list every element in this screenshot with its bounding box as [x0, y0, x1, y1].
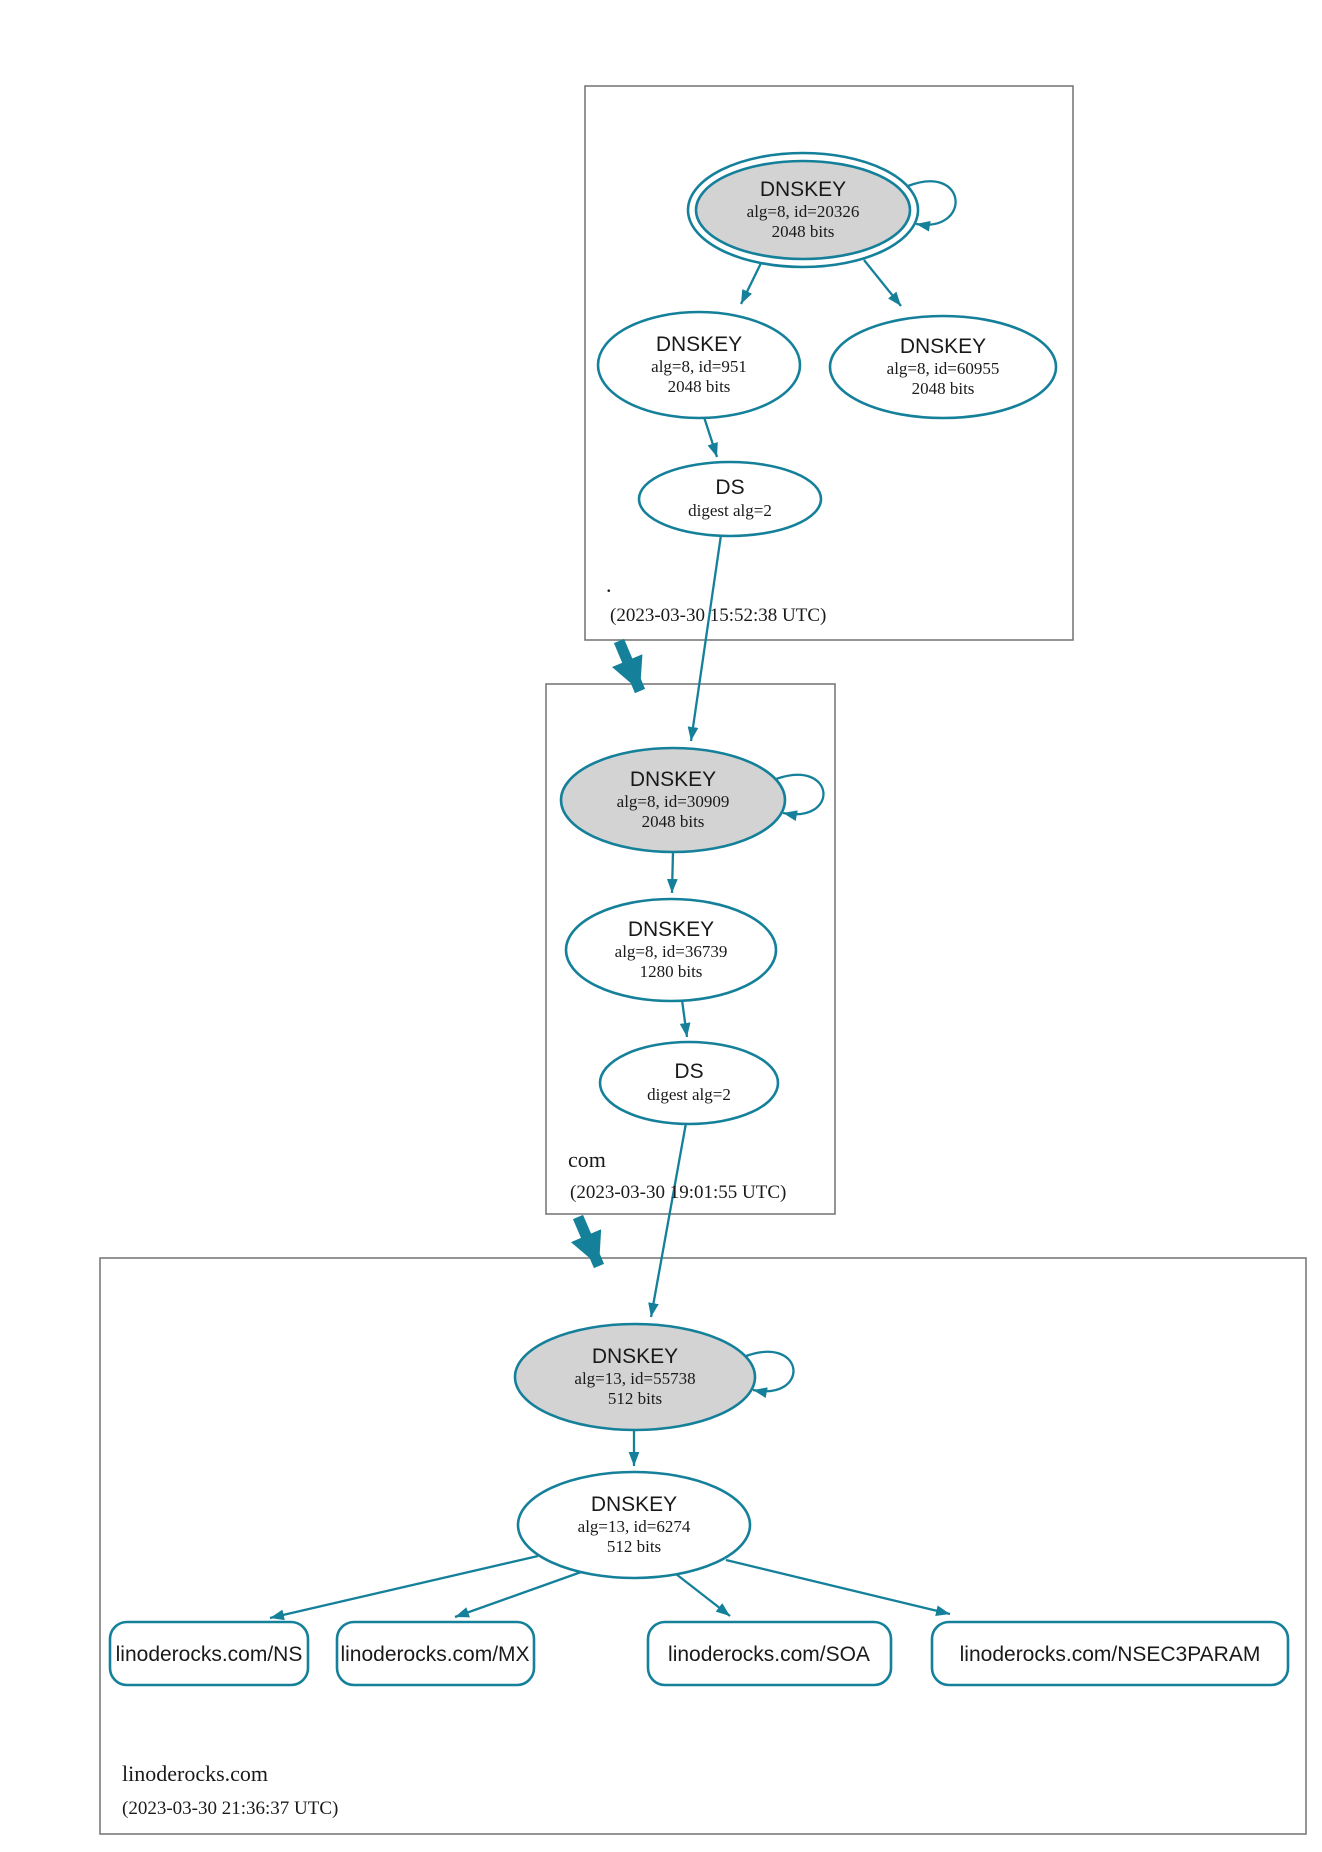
linoderocks-ksk-bits: 512 bits	[608, 1389, 662, 1408]
rrset-nsec3param-label: linoderocks.com/NSEC3PARAM	[960, 1643, 1261, 1666]
root-zsk-951-detail: alg=8, id=951	[651, 357, 747, 376]
zone-box-root	[584, 85, 1074, 641]
com-ksk-ellipse[interactable]	[559, 746, 787, 854]
com-zsk-ellipse[interactable]	[564, 897, 778, 1003]
edge-linoderocks-zsk-to-ns	[269, 1554, 539, 1621]
edge-root-ds-to-com-ksk	[687, 534, 723, 742]
com-ds-ellipse[interactable]	[598, 1040, 780, 1126]
linoderocks-zsk-ellipse[interactable]	[516, 1470, 752, 1580]
root-zsk-951-ellipse[interactable]	[596, 310, 802, 420]
root-zsk-60955-ellipse[interactable]	[828, 314, 1058, 420]
node-root-ds[interactable]: DS digest alg=2	[637, 460, 823, 538]
com-zsk-detail: alg=8, id=36739	[615, 942, 728, 961]
zone-timestamp-com: (2023-03-30 19:01:55 UTC)	[570, 1182, 786, 1203]
rrset-soa-label: linoderocks.com/SOA	[668, 1643, 870, 1666]
node-linoderocks-zsk-dnskey[interactable]: DNSKEY alg=13, id=6274 512 bits	[516, 1470, 752, 1580]
node-root-ksk-dnskey[interactable]: DNSKEY alg=8, id=20326 2048 bits	[686, 151, 920, 269]
node-com-ds[interactable]: DS digest alg=2	[598, 1040, 780, 1126]
zone-label-linoderocks: linoderocks.com	[122, 1761, 268, 1786]
com-zsk-bits: 1280 bits	[640, 962, 703, 981]
root-ksk-inner-ellipse[interactable]	[694, 159, 912, 261]
node-rrset-ns[interactable]: linoderocks.com/NS	[108, 1620, 310, 1687]
rrset-ns-label: linoderocks.com/NS	[116, 1643, 303, 1666]
zone-box-com	[545, 683, 836, 1215]
linoderocks-zsk-detail: alg=13, id=6274	[578, 1517, 691, 1536]
linoderocks-zsk-bits: 512 bits	[607, 1537, 661, 1556]
zone-label-root: .	[606, 572, 612, 597]
edge-com-ds-to-linoderocks-ksk	[648, 1122, 688, 1318]
zone-label-com: com	[568, 1147, 606, 1172]
com-ksk-detail: alg=8, id=30909	[617, 792, 730, 811]
linoderocks-ksk-title: DNSKEY	[592, 1345, 678, 1368]
root-zsk-60955-title: DNSKEY	[900, 335, 986, 358]
root-zsk-951-title: DNSKEY	[656, 333, 742, 356]
rrset-mx-box[interactable]	[335, 1620, 536, 1687]
edge-linoderocks-ksk-self-sign	[745, 1350, 795, 1398]
linoderocks-ksk-ellipse[interactable]	[513, 1322, 757, 1432]
node-root-zsk-951-dnskey[interactable]: DNSKEY alg=8, id=951 2048 bits	[596, 310, 802, 420]
linoderocks-zsk-title: DNSKEY	[591, 1493, 677, 1516]
node-rrset-mx[interactable]: linoderocks.com/MX	[335, 1620, 536, 1687]
node-com-ksk-dnskey[interactable]: DNSKEY alg=8, id=30909 2048 bits	[559, 746, 787, 854]
edge-root-ksk-self-sign	[907, 180, 957, 232]
root-ksk-bits: 2048 bits	[772, 222, 835, 241]
edge-root-ksk-to-zsk-60955	[863, 259, 902, 307]
edge-linoderocks-zsk-to-mx	[454, 1569, 585, 1619]
rrset-ns-box[interactable]	[108, 1620, 310, 1687]
edge-linoderocks-zsk-to-soa	[675, 1573, 731, 1617]
node-rrset-soa[interactable]: linoderocks.com/SOA	[646, 1620, 893, 1687]
edge-linoderocks-zsk-to-nsec3param	[725, 1558, 951, 1616]
edge-root-zsk-to-ds	[702, 416, 719, 458]
com-ksk-bits: 2048 bits	[642, 812, 705, 831]
node-com-zsk-dnskey[interactable]: DNSKEY alg=8, id=36739 1280 bits	[564, 897, 778, 1003]
zone-timestamp-linoderocks: (2023-03-30 21:36:37 UTC)	[122, 1798, 338, 1819]
rrset-nsec3param-box[interactable]	[930, 1620, 1290, 1687]
com-zsk-title: DNSKEY	[628, 918, 714, 941]
root-ds-title: DS	[715, 476, 744, 499]
root-zsk-951-bits: 2048 bits	[668, 377, 731, 396]
edge-delegation-root-to-com	[612, 638, 646, 694]
node-rrset-nsec3param[interactable]: linoderocks.com/NSEC3PARAM	[930, 1620, 1290, 1687]
com-ds-title: DS	[674, 1060, 703, 1083]
edge-com-ksk-self-sign	[775, 773, 825, 821]
root-ds-detail: digest alg=2	[688, 501, 772, 520]
root-zsk-60955-bits: 2048 bits	[912, 379, 975, 398]
zone-timestamp-root: (2023-03-30 15:52:38 UTC)	[610, 605, 826, 626]
root-zsk-60955-detail: alg=8, id=60955	[887, 359, 1000, 378]
com-ksk-title: DNSKEY	[630, 768, 716, 791]
node-linoderocks-ksk-dnskey[interactable]: DNSKEY alg=13, id=55738 512 bits	[513, 1322, 757, 1432]
com-ds-detail: digest alg=2	[647, 1085, 731, 1104]
zone-box-linoderocks	[99, 1257, 1307, 1835]
edge-delegation-com-to-linoderocks	[570, 1214, 605, 1269]
root-ds-ellipse[interactable]	[637, 460, 823, 538]
rrset-mx-label: linoderocks.com/MX	[340, 1643, 529, 1666]
node-root-zsk-60955-dnskey[interactable]: DNSKEY alg=8, id=60955 2048 bits	[828, 314, 1058, 420]
edge-com-zsk-to-ds	[679, 999, 691, 1038]
rrset-soa-box[interactable]	[646, 1620, 893, 1687]
root-ksk-detail: alg=8, id=20326	[747, 202, 860, 221]
linoderocks-ksk-detail: alg=13, id=55738	[574, 1369, 695, 1388]
edge-root-ksk-to-zsk-951	[739, 260, 764, 305]
root-ksk-title: DNSKEY	[760, 178, 846, 201]
edge-com-ksk-to-zsk	[666, 850, 678, 894]
